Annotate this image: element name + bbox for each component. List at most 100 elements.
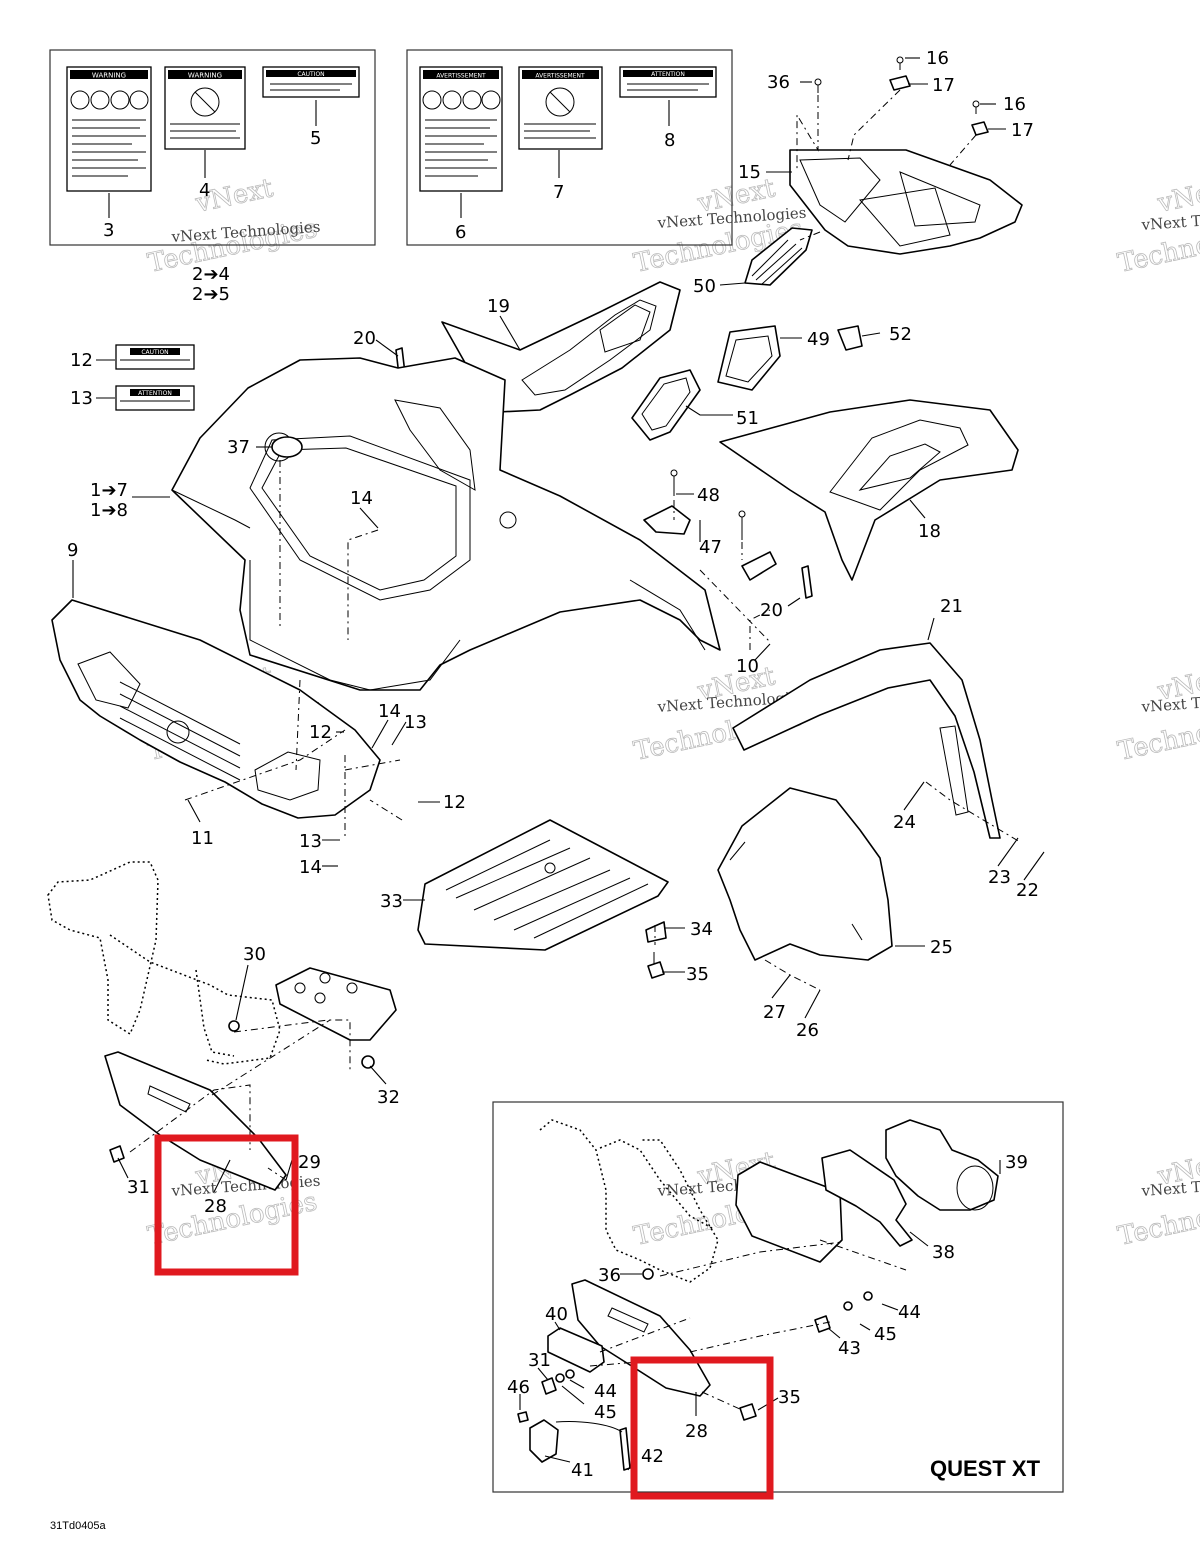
callout-23: 23 (988, 867, 1011, 888)
inset-bracket-40 (547, 1327, 605, 1373)
mount-bracket (275, 967, 397, 1041)
callout-15: 15 (738, 162, 761, 183)
callout-31-inset: 31 (528, 1350, 551, 1371)
front-fender-body (171, 357, 721, 691)
callout-45-left: 45 (594, 1402, 617, 1423)
callout-38: 38 (932, 1242, 955, 1263)
fastener-16-17-top (814, 56, 989, 136)
callout-48: 48 (697, 485, 720, 506)
callout-20-lower: 20 (760, 600, 783, 621)
inset-winch-39 (885, 1119, 999, 1211)
screw-31 (109, 1145, 125, 1163)
callout-18: 18 (918, 521, 941, 542)
svg-text:CAUTION: CAUTION (141, 349, 168, 356)
callout-4: 4 (199, 180, 210, 201)
skid-plate (417, 819, 669, 951)
screw-35 (647, 952, 665, 979)
callout-11: 11 (191, 828, 214, 849)
callout-26: 26 (796, 1020, 819, 1041)
callout-13-decal: 13 (70, 388, 93, 409)
cable-tie-20-lower (801, 565, 813, 599)
callout-25: 25 (930, 937, 953, 958)
callout-35-inset: 35 (778, 1387, 801, 1408)
inset-tow-hook-41 (529, 1419, 559, 1463)
inset-brush-guard-dotted (539, 1119, 719, 1283)
callout-49: 49 (807, 329, 830, 350)
callout-22: 22 (1016, 880, 1039, 901)
callout-44-left: 44 (594, 1381, 617, 1402)
decal-caution-strip: CAUTION (115, 344, 195, 370)
callout-16-right: 16 (1003, 94, 1026, 115)
callout-36-inset: 36 (598, 1265, 621, 1286)
svg-text:AVERTISSEMENT: AVERTISSEMENT (535, 73, 585, 80)
svg-text:WARNING: WARNING (188, 72, 222, 80)
callout-45-right: 45 (874, 1324, 897, 1345)
washer-30 (228, 1020, 240, 1032)
inset-winch-plate-38 (821, 1149, 913, 1247)
callout-35-main: 35 (686, 964, 709, 985)
bracket-47 (643, 505, 777, 581)
nut-32 (361, 1055, 375, 1069)
callout-20-top: 20 (353, 328, 376, 349)
callout-27: 27 (763, 1002, 786, 1023)
decal-warning-age: WARNING (164, 66, 246, 150)
watermark-top-right: vNext Technologies vNext Technologies (1115, 173, 1200, 279)
french-decal-box (406, 49, 733, 246)
inset-mount-bracket (735, 1161, 843, 1263)
clip-52 (837, 325, 863, 351)
rear-fender-strip (732, 642, 1001, 839)
callout-51: 51 (736, 408, 759, 429)
callout-17-top: 17 (932, 75, 955, 96)
svg-text:AVERTISSEMENT: AVERTISSEMENT (436, 73, 486, 80)
callout-32: 32 (377, 1087, 400, 1108)
callout-10: 10 (736, 656, 759, 677)
note-1-to-8: 1➔8 (90, 500, 128, 521)
callout-16-top: 16 (926, 48, 949, 69)
cap-37 (271, 436, 303, 458)
callout-52: 52 (889, 324, 912, 345)
callout-42: 42 (641, 1446, 664, 1467)
callout-5: 5 (310, 128, 321, 149)
callout-6: 6 (455, 222, 466, 243)
mud-guard (717, 787, 893, 961)
vent-grille-50 (744, 227, 813, 286)
inset-fasteners (517, 1268, 873, 1423)
highlight-part-28-inset (630, 1356, 774, 1500)
callout-40: 40 (545, 1304, 568, 1325)
note-2-to-5: 2➔5 (192, 284, 230, 305)
right-side-panel (719, 399, 1019, 581)
note-labels: 2➔4 2➔5 1➔7 1➔8 (90, 264, 230, 521)
callout-13-mid: 13 (404, 712, 427, 733)
callout-33: 33 (380, 891, 403, 912)
figure-code: 31Td0405a (50, 1520, 107, 1532)
callout-8: 8 (664, 130, 675, 151)
callout-14-mid: 14 (378, 701, 401, 722)
inset-pin-42 (555, 1421, 631, 1471)
callout-7: 7 (553, 182, 564, 203)
english-decal-box (49, 49, 376, 246)
decal-avertissement-age: AVERTISSEMENT (518, 66, 603, 150)
callout-44-right: 44 (898, 1302, 921, 1323)
vent-grille-49 (717, 325, 781, 391)
callout-14-lower: 14 (299, 857, 322, 878)
note-2-to-4: 2➔4 (192, 264, 230, 285)
callout-17-right: 17 (1011, 120, 1034, 141)
callout-19: 19 (487, 296, 510, 317)
watermark-top-left: vNext Technologies vNext Technologies (145, 173, 321, 279)
decal-warning-large: WARNING (66, 66, 152, 192)
quest-xt-inset-box (492, 1101, 1064, 1493)
callout-39: 39 (1005, 1152, 1028, 1173)
note-1-to-7: 1➔7 (90, 480, 128, 501)
callout-41: 41 (571, 1460, 594, 1481)
callout-31-main: 31 (127, 1177, 150, 1198)
vent-grille-51 (631, 369, 701, 441)
callout-labels: 3 4 5 6 7 8 16 17 36 16 17 15 50 19 20 4… (67, 48, 1039, 1481)
callout-47: 47 (699, 537, 722, 558)
lower-guard-plate (104, 1051, 287, 1191)
assembly-lines (129, 89, 1021, 1411)
svg-text:ATTENTION: ATTENTION (651, 71, 685, 78)
highlight-part-28-main (154, 1134, 299, 1276)
callout-30: 30 (243, 944, 266, 965)
standoff-34 (645, 921, 667, 943)
callout-9: 9 (67, 540, 78, 561)
